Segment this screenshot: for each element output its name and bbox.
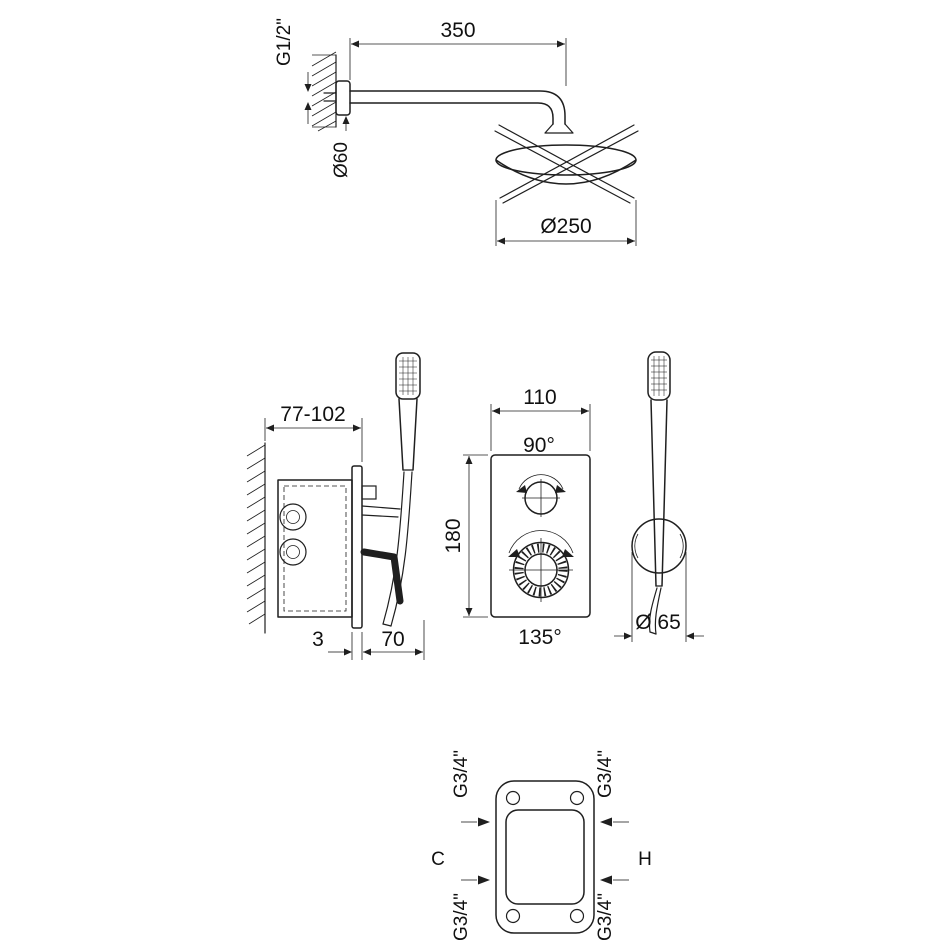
holder-diameter-label: Ø 65 bbox=[635, 611, 681, 634]
thread-label-top-right: G3/4" bbox=[595, 750, 616, 798]
bottom-angle-label: 135° bbox=[518, 626, 561, 649]
dim-recess-depth: 77-102 bbox=[264, 403, 363, 462]
protrusion-label: 70 bbox=[381, 628, 404, 651]
screw-top-right bbox=[569, 790, 585, 806]
wall-hatch-side bbox=[246, 442, 266, 634]
hot-label: H bbox=[638, 849, 652, 870]
thread-label-bottom-left: G3/4" bbox=[451, 893, 472, 941]
wall-hatch bbox=[311, 51, 337, 132]
shower-arm bbox=[323, 80, 574, 134]
rough-in-front-figure: G3/4" C G3/4" G3/4" H G3/4" bbox=[431, 750, 652, 941]
mixer-lever-handle bbox=[360, 548, 404, 605]
dim-wall-thread: G1/2" bbox=[274, 18, 312, 124]
thread-label-bottom-right: G3/4" bbox=[595, 893, 616, 941]
trim-plate bbox=[490, 454, 591, 618]
recess-depth-label: 77-102 bbox=[280, 403, 345, 426]
dim-head-diameter: Ø250 bbox=[495, 200, 637, 246]
mixer-front-view-figure: 110 180 90° 135° bbox=[442, 386, 591, 649]
dim-plate-offset: 3 70 bbox=[312, 620, 425, 660]
rough-in-inner bbox=[505, 809, 585, 905]
plate-offset-label: 3 bbox=[312, 628, 324, 651]
rough-in-body-side bbox=[277, 465, 377, 629]
screw-bottom-left bbox=[505, 908, 521, 924]
hand-shower-on-holder-side bbox=[360, 352, 421, 627]
screw-top-left bbox=[505, 790, 521, 806]
rough-in-outline bbox=[495, 780, 595, 934]
dim-holder-diameter: Ø 65 bbox=[614, 552, 704, 642]
head-diameter-label: Ø250 bbox=[540, 215, 591, 238]
thread-label-top-left: G3/4" bbox=[451, 750, 472, 798]
screw-bottom-right bbox=[569, 908, 585, 924]
mixer-side-view-figure: 77-102 3 70 bbox=[246, 352, 425, 660]
plate-height-label: 180 bbox=[442, 518, 465, 553]
arm-length-label: 350 bbox=[440, 19, 475, 42]
thermostat-knob bbox=[508, 530, 574, 602]
hand-shower-front-figure: Ø 65 bbox=[614, 351, 704, 642]
dim-plate-width: 110 bbox=[490, 386, 591, 451]
dim-plate-height: 180 bbox=[442, 454, 488, 618]
hand-shower-head bbox=[647, 351, 671, 401]
dim-escutcheon-diameter: Ø60 bbox=[331, 116, 352, 178]
rain-shower-arm-figure: 350 G1/2" Ø60 Ø250 bbox=[274, 18, 639, 246]
top-angle-label: 90° bbox=[523, 434, 555, 457]
dim-arm-length: 350 bbox=[349, 19, 567, 86]
wall-thread-label: G1/2" bbox=[274, 18, 295, 66]
diverter-knob bbox=[516, 474, 566, 517]
escutcheon-diameter-label: Ø60 bbox=[331, 142, 352, 178]
rain-shower-head bbox=[494, 124, 639, 204]
plate-width-label: 110 bbox=[523, 386, 556, 409]
cold-label: C bbox=[431, 849, 445, 870]
shower-holder-ring bbox=[631, 518, 687, 574]
left-connections: G3/4" C G3/4" bbox=[431, 750, 490, 941]
right-connections: G3/4" H G3/4" bbox=[595, 750, 652, 941]
